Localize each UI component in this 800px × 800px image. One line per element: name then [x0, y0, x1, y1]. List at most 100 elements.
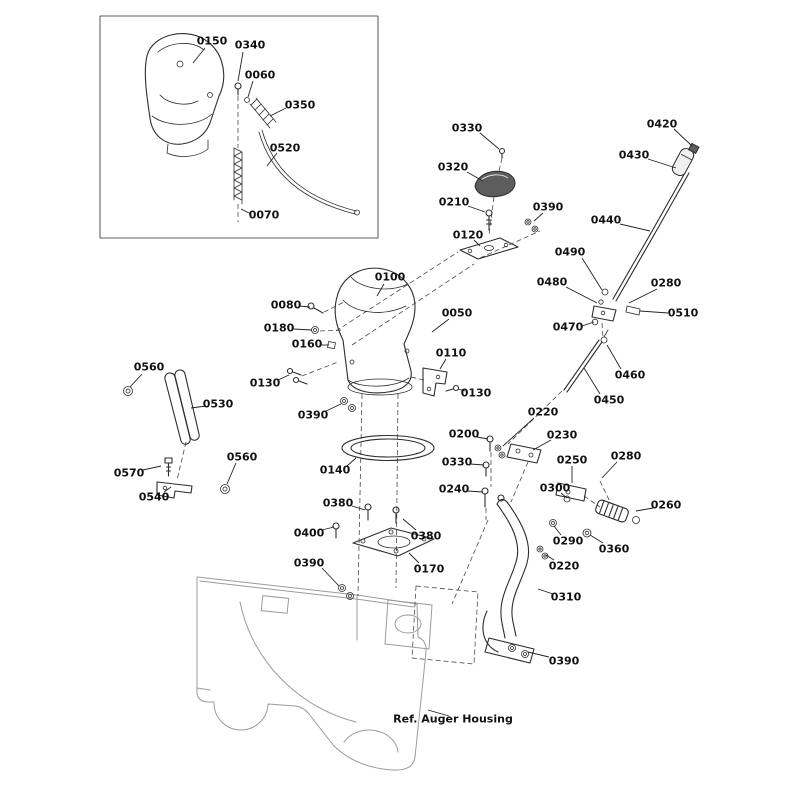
callout-0440: 0440: [591, 214, 622, 227]
leader-line: [129, 373, 143, 388]
part-0350-spring: [249, 97, 277, 129]
leader-line: [628, 288, 658, 304]
inset-detail-box: [99, 15, 379, 239]
leader-line: [473, 239, 481, 247]
part-0080-bolt: [307, 302, 324, 314]
callout-0490: 0490: [555, 246, 586, 259]
callout-0140: 0140: [320, 464, 351, 477]
callout-0130: 0130: [250, 377, 281, 390]
part-0290-washer: [549, 519, 557, 527]
part-0200-bolt: [486, 435, 494, 452]
leader-line: [647, 158, 677, 169]
part-0330-bolt-mid: [482, 461, 490, 477]
part-0460-clip: [600, 329, 609, 344]
leader-line: [545, 554, 555, 561]
leader-line: [266, 152, 278, 167]
part-0210-bolt: [485, 209, 493, 231]
leader-line: [321, 567, 340, 587]
callout-0470: 0470: [553, 321, 584, 334]
part-0540-bracket: [156, 481, 193, 499]
part-0310-crank-arm: [482, 494, 535, 664]
leader-line: [583, 367, 601, 395]
part-0220-washers-lower: [536, 545, 549, 560]
callout-0200: 0200: [449, 428, 480, 441]
callout-0560: 0560: [227, 451, 258, 464]
callout-0300: 0300: [540, 482, 571, 495]
leader-line: [431, 318, 450, 333]
callout-0220: 0220: [549, 560, 580, 573]
part-0520-cable: [258, 129, 360, 216]
part-0530-spring-rod: [164, 369, 200, 445]
callout-0400: 0400: [294, 527, 325, 540]
callout-0070: 0070: [249, 209, 280, 222]
part-0070-spring-rod: [233, 96, 243, 222]
part-0240-bolt: [481, 487, 489, 508]
leader-line: [673, 128, 693, 147]
leader-line: [469, 463, 485, 466]
leader-line: [589, 534, 604, 544]
leader-line: [325, 403, 342, 412]
part-0230-bracket: [506, 443, 542, 464]
part-0390-washers-top: [524, 218, 539, 233]
callout-0180: 0180: [264, 322, 295, 335]
callout-0390: 0390: [298, 409, 329, 422]
callout-0450: 0450: [594, 394, 625, 407]
leader-line: [476, 436, 489, 440]
leader-line: [479, 132, 500, 150]
leader-line: [601, 461, 618, 479]
callout-0320: 0320: [438, 161, 469, 174]
part-0390-nuts-mid: [340, 397, 356, 412]
callout-0290: 0290: [553, 535, 584, 548]
callout-0220: 0220: [528, 406, 559, 419]
leader-line: [502, 417, 535, 447]
leader-line: [190, 405, 207, 409]
leader-line: [298, 305, 311, 308]
leader-line: [402, 518, 417, 531]
callout-0480: 0480: [537, 276, 568, 289]
part-0490-0480-joint: [591, 288, 617, 322]
part-0320-grip-cap: [474, 170, 516, 198]
leader-line: [537, 588, 554, 595]
callout-0330: 0330: [442, 456, 473, 469]
part-0450-lower-rod: [563, 339, 603, 393]
part-0380-bolts: [364, 503, 400, 524]
part-0060-bolt: [244, 97, 250, 103]
part-0570-bolt: [164, 457, 173, 477]
part-0330-bolt-top: [498, 147, 506, 159]
part-0100-chute: [334, 267, 416, 396]
callout-0120: 0120: [453, 229, 484, 242]
callout-0420: 0420: [647, 118, 678, 131]
leader-line: [581, 321, 595, 327]
part-0220-washers-upper: [494, 444, 506, 459]
part-0130-bolt-right: [445, 384, 460, 392]
leader-line: [192, 47, 206, 64]
callout-0390: 0390: [549, 655, 580, 668]
part-0560-nut-left: [123, 386, 133, 396]
callout-0460: 0460: [615, 369, 646, 382]
leader-line: [527, 651, 550, 658]
callout-0170: 0170: [414, 563, 445, 576]
part-0340-bolt: [234, 82, 242, 96]
leader-line: [553, 525, 562, 536]
part-0110-bracket: [422, 367, 448, 397]
callout-0560: 0560: [134, 361, 165, 374]
part-0390-nuts-bottom: [338, 584, 354, 600]
leader-line: [237, 51, 244, 82]
inset-border: [99, 15, 379, 239]
callout-0520: 0520: [270, 142, 301, 155]
leader-line: [532, 439, 552, 451]
callout-0510: 0510: [668, 307, 699, 320]
leader-line: [277, 374, 290, 381]
leader-line: [247, 80, 254, 98]
callout-0280: 0280: [651, 277, 682, 290]
leader-line: [351, 505, 366, 511]
callout-0060: 0060: [245, 69, 276, 82]
leader-line: [635, 507, 654, 512]
callout-0310: 0310: [551, 591, 582, 604]
part-0300-spacer: [563, 495, 571, 503]
part-0440-rod: [612, 170, 690, 302]
callout-0280: 0280: [611, 450, 642, 463]
part-0560-nut-right: [220, 484, 230, 494]
